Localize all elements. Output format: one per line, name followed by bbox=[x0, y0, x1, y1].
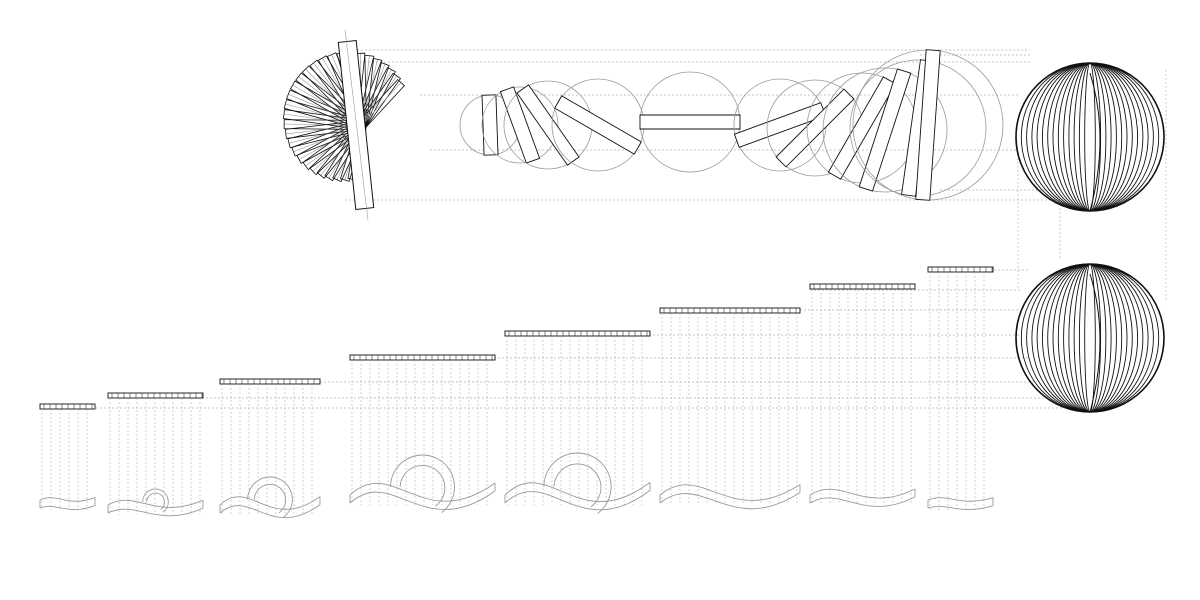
sphere-meridian bbox=[1026, 62, 1154, 212]
sphere-meridian bbox=[1057, 62, 1123, 212]
spiral-arc bbox=[390, 454, 455, 513]
wave-edge bbox=[39, 505, 96, 510]
disc-edge-plate bbox=[639, 114, 741, 130]
disc-edge-plate bbox=[775, 88, 855, 168]
fan-main-plate bbox=[337, 39, 375, 211]
wave-edge bbox=[927, 497, 994, 502]
wave-edge bbox=[659, 484, 801, 501]
section-plate bbox=[927, 266, 994, 273]
wave-edge bbox=[809, 496, 916, 507]
spiral-arc bbox=[253, 483, 287, 514]
sphere-meridian bbox=[1031, 62, 1149, 212]
sphere-meridian bbox=[1031, 263, 1149, 413]
sphere-inner-curve bbox=[1089, 273, 1101, 413]
spiral-arc bbox=[247, 476, 293, 518]
sphere-meridian bbox=[1078, 263, 1102, 413]
wave-edge bbox=[349, 490, 496, 510]
sphere-meridian bbox=[1052, 62, 1128, 212]
sphere-meridian bbox=[1057, 263, 1123, 413]
sphere-meridian bbox=[1026, 263, 1154, 413]
fan-spoke bbox=[361, 75, 398, 126]
section-plate bbox=[809, 283, 916, 290]
sphere-inner-curve bbox=[1089, 72, 1101, 212]
sphere-meridian bbox=[1052, 263, 1128, 413]
spiral-arc bbox=[146, 492, 165, 510]
sphere-outline bbox=[1015, 62, 1165, 212]
sphere-meridian bbox=[1041, 263, 1139, 413]
disc-edge-plate bbox=[516, 84, 580, 166]
wave-edge bbox=[219, 504, 321, 518]
fan-axis bbox=[344, 29, 369, 221]
section-plate bbox=[39, 403, 96, 410]
spiral-arc bbox=[399, 464, 446, 507]
disc-edge-plate bbox=[481, 94, 499, 156]
sphere-outline bbox=[1015, 263, 1165, 413]
projection-guides bbox=[40, 49, 1167, 409]
wave-edge bbox=[39, 497, 96, 502]
sphere-meridian bbox=[1041, 62, 1139, 212]
wireframe-sphere-bottom bbox=[1015, 263, 1165, 413]
wave-edge bbox=[107, 507, 204, 517]
wave-edge bbox=[659, 492, 801, 510]
disc-edge-plate bbox=[858, 68, 912, 192]
disc-edge-plate bbox=[915, 49, 941, 201]
spiral-arc bbox=[543, 452, 612, 514]
sphere-meridian bbox=[1073, 263, 1107, 413]
sphere-meridian bbox=[1020, 62, 1160, 212]
sphere-meridian bbox=[1063, 62, 1117, 212]
sphere-meridian bbox=[1073, 62, 1107, 212]
sphere-meridian bbox=[1078, 62, 1102, 212]
spiral-arc bbox=[142, 488, 169, 513]
section-plate bbox=[219, 378, 321, 385]
fan-spoke bbox=[361, 82, 402, 126]
rolling-disc-sequence bbox=[459, 49, 1004, 201]
rotating-fan-figure bbox=[282, 29, 405, 221]
sphere-meridian bbox=[1047, 62, 1133, 212]
wave-edge bbox=[107, 499, 204, 508]
wireframe-sphere-top bbox=[1015, 62, 1165, 212]
section-sequence bbox=[39, 266, 994, 518]
section-plate bbox=[107, 392, 204, 399]
wave-edge bbox=[504, 482, 651, 502]
spiral-arc bbox=[553, 463, 602, 508]
wave-edge bbox=[809, 488, 916, 499]
sphere-meridian bbox=[1020, 263, 1160, 413]
section-plate bbox=[349, 354, 496, 361]
sphere-meridian bbox=[1047, 263, 1133, 413]
wave-edge bbox=[504, 490, 651, 511]
wave-edge bbox=[927, 505, 994, 510]
disc-outline bbox=[822, 67, 948, 193]
sphere-meridian bbox=[1068, 62, 1112, 212]
sphere-meridian bbox=[1063, 263, 1117, 413]
section-plate bbox=[504, 330, 651, 337]
wave-edge bbox=[219, 496, 321, 510]
fan-spoke bbox=[361, 69, 392, 126]
sphere-meridian bbox=[1068, 263, 1112, 413]
disc-outline bbox=[481, 86, 559, 164]
wave-edge bbox=[349, 482, 496, 502]
disc-edge-plate bbox=[554, 95, 642, 155]
